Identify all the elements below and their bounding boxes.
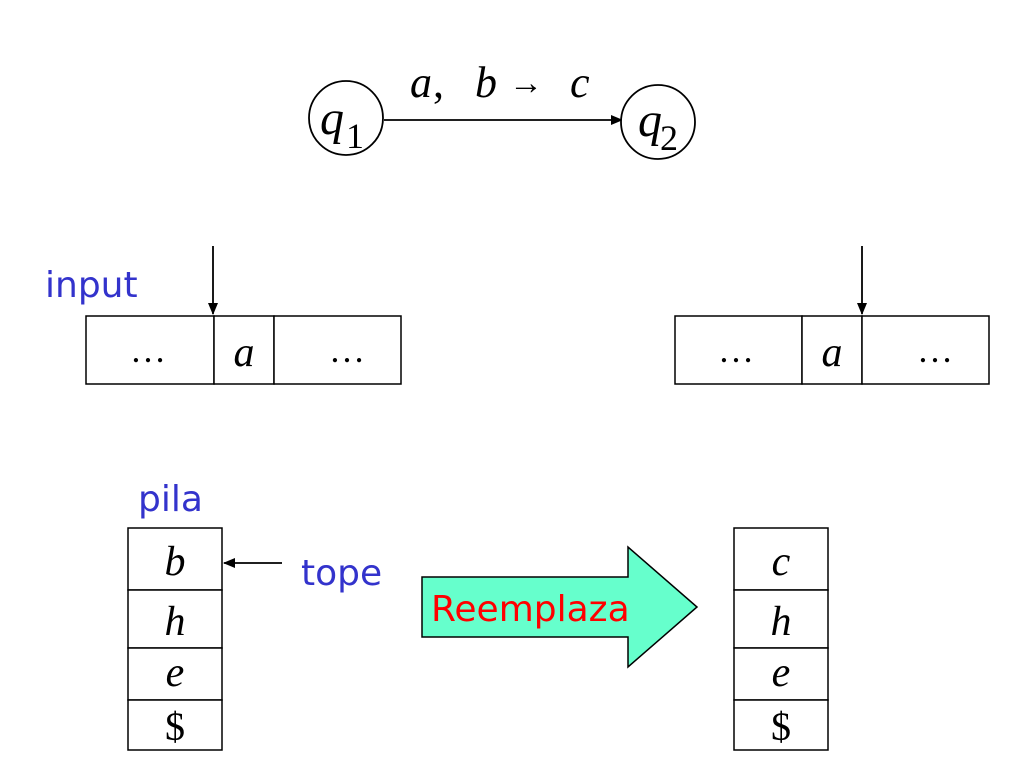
state-q1-circle xyxy=(308,80,384,156)
tape-cell xyxy=(861,315,990,385)
stack-top-label: tope xyxy=(301,553,382,594)
tape-cell-symbol: … xyxy=(718,330,754,370)
stack-after: c h e $ xyxy=(733,527,829,751)
tape-cell-symbol: … xyxy=(329,330,365,370)
transition-push-symbol: c xyxy=(570,58,590,107)
tape-cell xyxy=(213,315,275,385)
tape-cell xyxy=(85,315,215,385)
block-arrow-shape xyxy=(421,545,699,669)
stack-cell xyxy=(733,527,829,591)
state-q2-subscript: 2 xyxy=(660,118,678,158)
stack-symbol: h xyxy=(771,599,792,645)
stack-symbol: c xyxy=(772,539,791,585)
stack-label: pila xyxy=(138,479,203,520)
tape-cell-symbol: a xyxy=(822,330,843,376)
stack-symbol: e xyxy=(772,650,791,696)
stack-cell xyxy=(127,647,223,701)
stack-symbol: e xyxy=(166,650,185,696)
input-tape-after: … a … xyxy=(674,246,990,385)
transition-pop-symbol: b xyxy=(475,58,497,107)
state-q1-name: q xyxy=(320,92,344,145)
transition-arrow-glyph: → xyxy=(509,65,543,102)
state-q1-subscript: 1 xyxy=(346,116,364,156)
input-label: input xyxy=(45,265,138,306)
stack-cell xyxy=(127,589,223,649)
state-q2-circle xyxy=(620,84,696,160)
stack-cell xyxy=(733,699,829,751)
transition-read-symbol: a xyxy=(410,58,432,107)
replace-action-arrow: Reemplaza xyxy=(421,545,699,669)
state-q1: q 1 xyxy=(308,80,384,156)
state-q2: q 2 xyxy=(620,84,696,160)
stack-cell xyxy=(733,589,829,649)
transition-label: a , b → c xyxy=(410,58,590,107)
tape-cell-symbol: … xyxy=(130,330,166,370)
tape-cell xyxy=(273,315,402,385)
tape-cell xyxy=(674,315,803,385)
stack-symbol: $ xyxy=(771,704,791,749)
stack-symbol: b xyxy=(165,539,186,585)
stack-cell xyxy=(127,699,223,751)
replace-action-label: Reemplaza xyxy=(431,589,630,630)
input-tape-before: … a … xyxy=(85,246,402,385)
state-q2-name: q xyxy=(638,94,662,147)
tape-cell-symbol: … xyxy=(917,330,953,370)
stack-cell xyxy=(733,647,829,701)
stack-before: b h e $ xyxy=(127,527,223,751)
stack-symbol: $ xyxy=(165,704,185,749)
tape-cell-symbol: a xyxy=(234,330,255,376)
stack-symbol: h xyxy=(165,599,186,645)
svg-text:,: , xyxy=(433,58,444,107)
